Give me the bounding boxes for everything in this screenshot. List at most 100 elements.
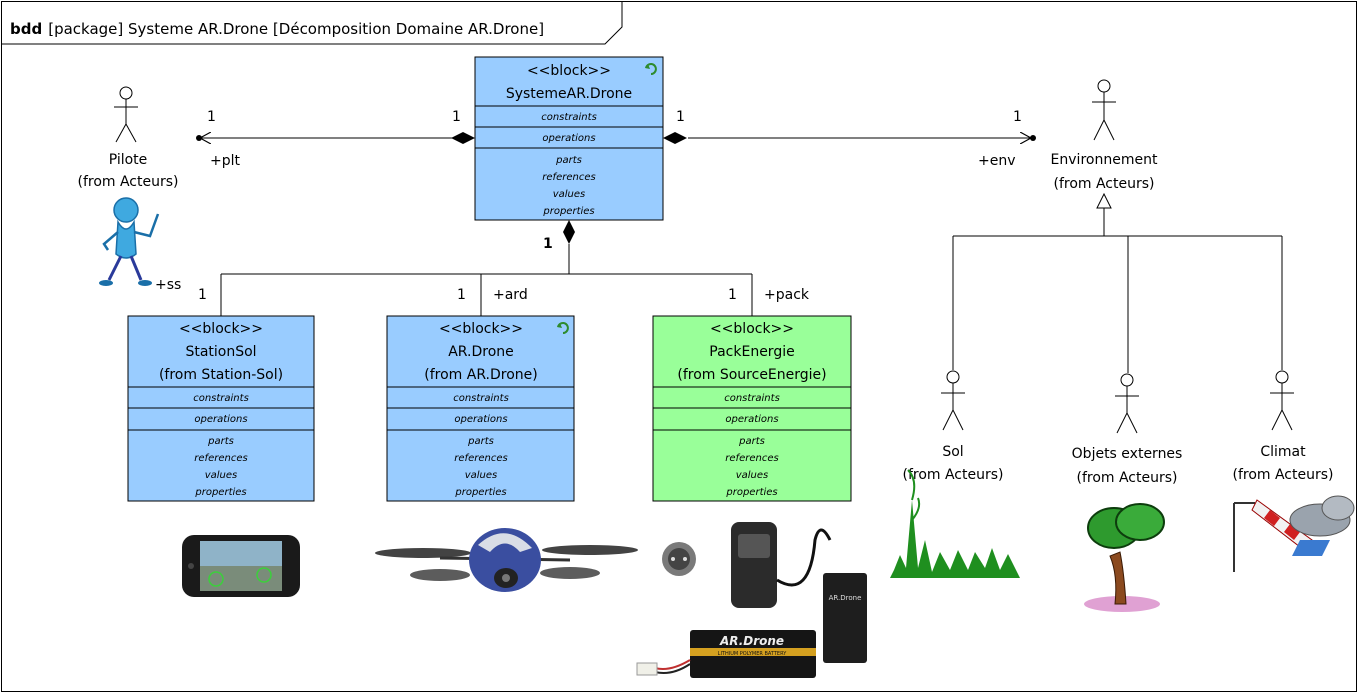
block-name: SystemeAR.Drone	[506, 86, 632, 102]
actor-name-sol: Sol	[942, 444, 963, 460]
mult-station: 1	[198, 287, 207, 303]
stick-figure-icon	[1270, 370, 1294, 431]
grass-icon	[890, 469, 1020, 578]
association-environnement[interactable]	[663, 132, 1036, 144]
feature-values: values	[736, 470, 769, 481]
block-name: StationSol	[185, 344, 256, 360]
block-from: (from Station-Sol)	[159, 367, 283, 383]
actor-name-pilote: Pilote	[109, 152, 148, 168]
feature-references: references	[454, 453, 507, 464]
block-stereotype: <<block>>	[439, 321, 523, 337]
mult-pilote-part: 1	[207, 109, 216, 125]
feature-parts: parts	[207, 436, 234, 447]
mult-composite-whole: 1	[543, 236, 553, 252]
role-pack: +pack	[764, 287, 810, 303]
mult-drone: 1	[457, 287, 466, 303]
refresh-icon	[645, 63, 657, 75]
block-from: (from SourceEnergie)	[677, 367, 826, 383]
compartment-constraints: constraints	[453, 393, 509, 404]
feature-references: references	[725, 453, 778, 464]
actor-from-pilote: (from Acteurs)	[77, 174, 178, 190]
generalization-triangle	[1096, 192, 1112, 209]
actor-name-objets: Objets externes	[1072, 446, 1183, 462]
compartment-operations: operations	[194, 414, 247, 425]
feature-properties: properties	[725, 487, 777, 498]
actor-name-env: Environnement	[1051, 152, 1158, 168]
actor-pilote[interactable]	[114, 86, 138, 143]
compartment-constraints: constraints	[724, 393, 780, 404]
smartphone-icon	[182, 535, 300, 597]
feature-values: values	[553, 189, 586, 200]
feature-parts: parts	[738, 436, 765, 447]
block-stereotype: <<block>>	[179, 321, 263, 337]
mult-env-whole: 1	[676, 109, 685, 125]
battery-icon: AR.Drone LITHIUM POLYMER BATTERY	[636, 630, 816, 678]
frame-label: bdd [package] Systeme AR.Drone [Décomposi…	[10, 20, 544, 38]
block-stationsol[interactable]: <<block>> StationSol (from Station-Sol) …	[127, 315, 315, 502]
charger-icon: AR.Drone	[731, 522, 867, 663]
actor-environnement[interactable]	[1092, 79, 1116, 141]
actor-climat[interactable]	[1270, 370, 1294, 431]
pilot-figure-icon	[99, 197, 160, 286]
block-from: (from AR.Drone)	[424, 367, 538, 383]
frame-keyword: bdd	[10, 20, 42, 38]
actor-from-env: (from Acteurs)	[1053, 176, 1154, 192]
battery-subtitle: LITHIUM POLYMER BATTERY	[718, 651, 788, 657]
feature-references: references	[542, 172, 595, 183]
block-stereotype: <<block>>	[710, 321, 794, 337]
role-ard: +ard	[493, 287, 528, 303]
feature-values: values	[465, 470, 498, 481]
actor-from-climat: (from Acteurs)	[1232, 467, 1333, 483]
feature-parts: parts	[555, 155, 582, 166]
feature-values: values	[205, 470, 238, 481]
generalization-environnement[interactable]	[952, 192, 1283, 373]
charger-plug-icon	[662, 542, 696, 576]
stick-figure-icon	[941, 370, 965, 431]
feature-properties: properties	[194, 487, 246, 498]
feature-properties: properties	[542, 206, 594, 217]
mult-pilote-whole: 1	[452, 109, 461, 125]
actor-objets-externes[interactable]	[1115, 373, 1139, 434]
stick-figure-icon	[1115, 373, 1139, 434]
composition-diamond	[563, 220, 575, 244]
composition-diamond	[663, 132, 687, 144]
compartment-operations: operations	[542, 133, 595, 144]
compartment-constraints: constraints	[193, 393, 249, 404]
svg-text:AR.Drone: AR.Drone	[829, 594, 862, 602]
actor-from-sol: (from Acteurs)	[902, 467, 1003, 483]
windsock-cloud-icon	[1233, 495, 1355, 572]
actor-from-objets: (from Acteurs)	[1076, 470, 1177, 486]
composition-tree[interactable]	[220, 220, 753, 316]
quadcopter-icon	[375, 528, 638, 592]
frame-tab	[1, 1, 623, 45]
feature-references: references	[194, 453, 247, 464]
role-ss: +ss	[155, 277, 181, 293]
block-name: AR.Drone	[448, 344, 514, 360]
battery-brand: AR.Drone	[719, 634, 784, 648]
block-name: PackEnergie	[709, 344, 794, 360]
compartment-operations: operations	[454, 414, 507, 425]
mult-pack: 1	[728, 287, 737, 303]
tree-icon	[1084, 503, 1165, 612]
association-pilote[interactable]	[196, 132, 475, 144]
block-ardrone[interactable]: <<block>> AR.Drone (from AR.Drone) const…	[386, 315, 575, 502]
frame-title: [package] Systeme AR.Drone [Décompositio…	[48, 20, 544, 38]
mult-env-part: 1	[1013, 109, 1022, 125]
refresh-icon	[557, 322, 569, 334]
actor-name-climat: Climat	[1260, 444, 1306, 460]
composition-diamond	[451, 132, 475, 144]
role-plt: +plt	[210, 153, 241, 169]
block-packenergie[interactable]: <<block>> PackEnergie (from SourceEnergi…	[652, 315, 852, 502]
actor-sol[interactable]	[941, 370, 965, 431]
role-env: +env	[978, 153, 1016, 169]
block-stereotype: <<block>>	[527, 63, 611, 79]
stick-figure-icon	[1092, 79, 1116, 141]
stick-figure-icon	[114, 86, 138, 143]
feature-properties: properties	[454, 487, 506, 498]
block-systeme-ardrone[interactable]: <<block>> SystemeAR.Drone constraints op…	[474, 56, 664, 221]
feature-parts: parts	[467, 436, 494, 447]
compartment-constraints: constraints	[541, 112, 597, 123]
compartment-operations: operations	[725, 414, 778, 425]
